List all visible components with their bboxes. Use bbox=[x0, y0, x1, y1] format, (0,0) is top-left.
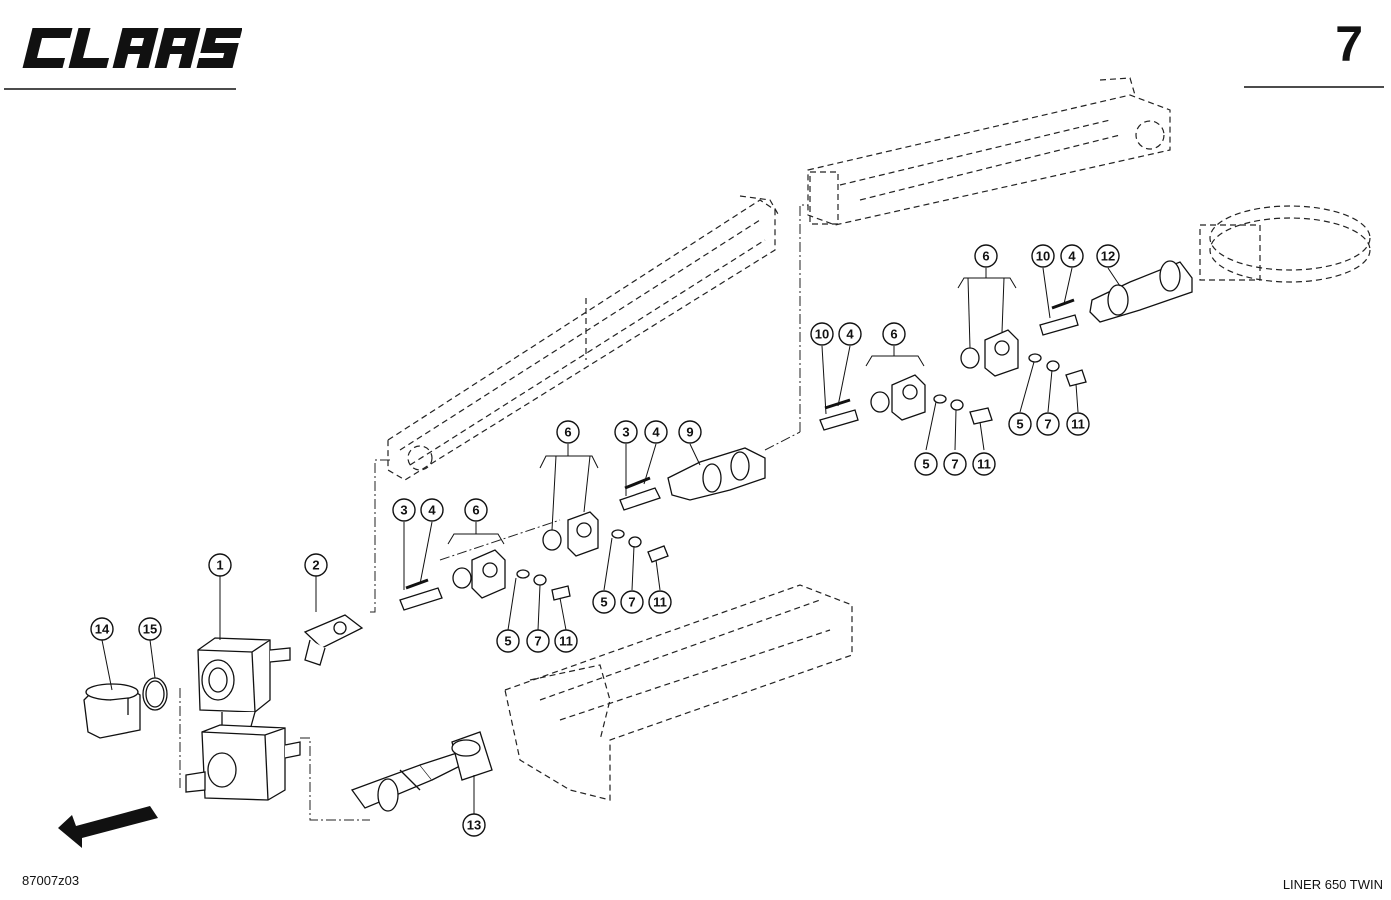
callout-g4-10[interactable]: 10 bbox=[1036, 249, 1050, 264]
callout-circles bbox=[90, 244, 1120, 837]
callout-g4-12[interactable]: 12 bbox=[1101, 249, 1115, 264]
callout-g4-6[interactable]: 6 bbox=[982, 249, 989, 264]
callout-15[interactable]: 15 bbox=[143, 622, 157, 637]
callout-13[interactable]: 13 bbox=[467, 818, 481, 833]
callout-1[interactable]: 1 bbox=[216, 558, 223, 573]
callout-g1-5[interactable]: 5 bbox=[504, 634, 511, 649]
callout-g1-6[interactable]: 6 bbox=[472, 503, 479, 518]
assembly-axis-lines bbox=[179, 204, 808, 821]
callout-g3-7[interactable]: 7 bbox=[951, 457, 958, 472]
page-number: 7 bbox=[1335, 16, 1363, 72]
callout-14[interactable]: 14 bbox=[95, 622, 110, 637]
phantom-frame-upper-right bbox=[807, 77, 1171, 226]
gearbox-assembly[interactable] bbox=[185, 637, 301, 801]
callout-g4-11[interactable]: 11 bbox=[1071, 417, 1085, 432]
callout-g2-3[interactable]: 3 bbox=[622, 425, 629, 440]
model-name: LINER 650 TWIN bbox=[1282, 877, 1383, 892]
callout-g2-6[interactable]: 6 bbox=[564, 425, 571, 440]
callout-g4-5[interactable]: 5 bbox=[1016, 417, 1023, 432]
phantom-frame-lower bbox=[504, 584, 853, 801]
phantom-rotor-hub bbox=[1199, 205, 1371, 283]
callout-g4-7[interactable]: 7 bbox=[1044, 417, 1051, 432]
callout-g1-4[interactable]: 4 bbox=[428, 503, 436, 518]
travel-direction-arrow bbox=[58, 806, 158, 848]
drive-shaft-13[interactable] bbox=[350, 731, 493, 812]
phantom-frame-upper-left bbox=[387, 195, 779, 481]
callout-g2-11[interactable]: 11 bbox=[653, 595, 667, 610]
retaining-ring[interactable] bbox=[142, 677, 168, 711]
shaft-section-g1[interactable] bbox=[399, 549, 571, 611]
universal-joint-2[interactable] bbox=[303, 614, 364, 666]
callout-leaders bbox=[101, 267, 1121, 814]
callout-g1-7[interactable]: 7 bbox=[534, 634, 541, 649]
callout-g1-11[interactable]: 11 bbox=[559, 634, 573, 649]
shaft-section-g4[interactable] bbox=[960, 260, 1193, 387]
callout-g3-6[interactable]: 6 bbox=[890, 327, 897, 342]
callout-g2-5[interactable]: 5 bbox=[600, 595, 607, 610]
callout-g2-9[interactable]: 9 bbox=[686, 425, 693, 440]
shaft-section-g3[interactable] bbox=[819, 374, 993, 431]
claas-logo bbox=[22, 28, 242, 68]
callout-g4-4[interactable]: 4 bbox=[1068, 249, 1076, 264]
callout-2[interactable]: 2 bbox=[312, 558, 319, 573]
callout-g2-7[interactable]: 7 bbox=[628, 595, 635, 610]
callout-g3-5[interactable]: 5 bbox=[922, 457, 929, 472]
clamp-sleeve[interactable] bbox=[83, 683, 141, 739]
callout-g3-11[interactable]: 11 bbox=[977, 457, 991, 472]
callout-g1-3[interactable]: 3 bbox=[400, 503, 407, 518]
callout-g3-4[interactable]: 4 bbox=[846, 327, 854, 342]
shaft-section-g2[interactable] bbox=[542, 447, 766, 563]
callout-g3-10[interactable]: 10 bbox=[815, 327, 829, 342]
callout-g2-4[interactable]: 4 bbox=[652, 425, 660, 440]
drawing-id: 87007z03 bbox=[22, 873, 80, 888]
